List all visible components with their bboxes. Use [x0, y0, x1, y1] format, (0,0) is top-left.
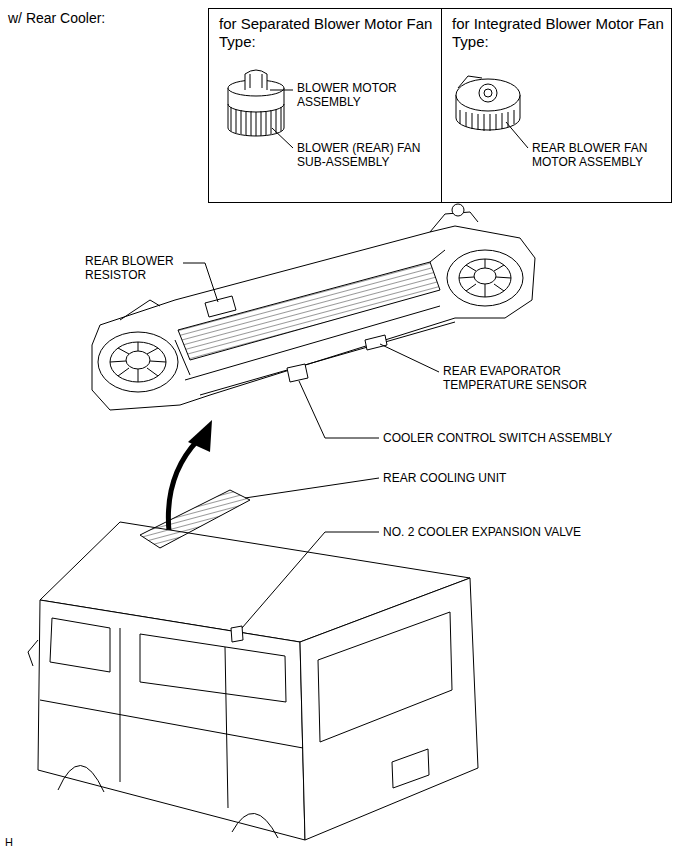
separated-blower-icon: [228, 70, 293, 148]
blower-housing: [456, 79, 520, 111]
part-name: BLOWER (REAR) FAN SUB-ASSEMBLY: [297, 141, 439, 170]
left-blower-fan: [110, 342, 166, 382]
blower-outlet: [458, 76, 482, 88]
part-name: COOLER CONTROL SWITCH ASSEMBLY: [383, 431, 673, 445]
right-blower-fan: [459, 259, 511, 297]
arrow-head: [188, 420, 212, 452]
blower-motor: [245, 70, 267, 90]
part-name: BLOWER MOTOR ASSEMBLY: [297, 81, 437, 110]
switch-part: [287, 364, 308, 382]
left-blower-motor: [126, 351, 150, 369]
variant-heading: for Integrated Blower Motor Fan Type:: [452, 15, 664, 51]
part-name: NO. 2 COOLER EXPANSION VALVE: [383, 525, 673, 539]
variant-cell: for Integrated Blower Motor Fan Type: REA…: [441, 8, 672, 203]
applicability-note: w/ Rear Cooler:: [8, 10, 168, 27]
van-side: [38, 600, 305, 840]
van-rear: [300, 578, 478, 840]
rear-window: [318, 612, 452, 742]
license-plate: [392, 749, 429, 788]
left-blower: [98, 332, 178, 392]
right-blower: [447, 250, 523, 306]
resistor-part: [205, 296, 236, 317]
right-blower-blades: [459, 259, 511, 297]
fan-blades: [460, 110, 514, 131]
part-name: REAR BLOWER RESISTOR: [85, 254, 190, 283]
rear-cooling-unit-exploded: [92, 204, 535, 438]
pipes: [120, 212, 478, 320]
variant-heading: for Separated Blower Motor Fan Type:: [219, 15, 434, 51]
side-windows: [50, 618, 286, 702]
leader-line: [270, 90, 293, 148]
sensor-part: [365, 335, 387, 350]
leader-line: [506, 122, 528, 148]
mirror: [28, 640, 38, 666]
part-name: REAR BLOWER FAN MOTOR ASSEMBLY: [532, 141, 667, 170]
right-blower-motor: [474, 268, 496, 284]
evaporator: [178, 262, 440, 360]
door-lines: [40, 628, 303, 808]
part-name: REAR EVAPORATOR TEMPERATURE SENSOR: [443, 364, 608, 393]
pipe-fitting: [452, 204, 464, 216]
variant-cell: for Separated Blower Motor Fan Type: BLOW…: [208, 8, 442, 203]
fan-blades: [231, 107, 281, 136]
leader-line: [183, 263, 439, 438]
housing-edges: [175, 250, 455, 395]
part-name: REAR COOLING UNIT: [383, 471, 583, 485]
roof-cooling-unit: [140, 490, 250, 548]
left-blower-blades: [110, 342, 166, 382]
wheel-arches: [58, 765, 278, 838]
leader-line: [242, 478, 379, 628]
figure-code: H: [5, 836, 35, 849]
expansion-valve: [231, 626, 243, 642]
integrated-blower-icon: [456, 76, 528, 148]
motor-hub: [479, 84, 497, 102]
motor-shaft: [484, 89, 492, 97]
